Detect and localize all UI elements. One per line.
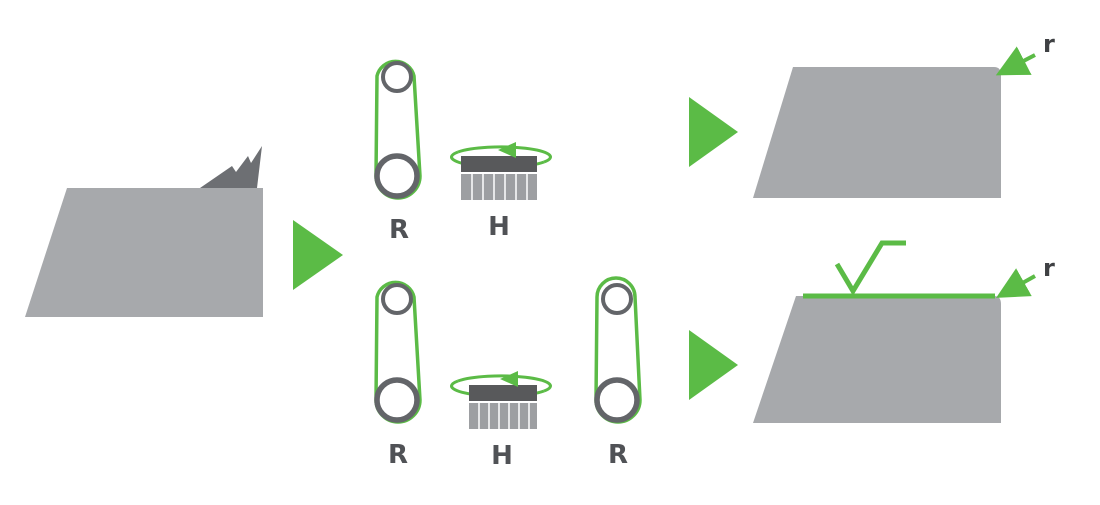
burr-workpiece-icon [25,146,263,317]
belt-roller-icon [374,280,422,424]
rounded-workpiece-icon [753,296,1001,423]
roller-label: R [389,215,409,245]
edge-radius-label: r [1043,254,1055,282]
belt-roller-icon [594,276,642,424]
roller-label: R [388,440,408,470]
arrow-right-icon [689,330,738,400]
rounded-workpiece-icon [753,67,1001,198]
belt-roller-icon [374,59,422,200]
arrow-right-icon [689,97,738,167]
rotating-brush-icon [450,142,552,200]
brush-label: H [491,441,513,471]
input-workpiece [25,188,263,317]
radius-pointer [995,46,1036,76]
rotating-brush-icon [450,371,552,429]
brush-label: H [488,212,510,242]
checkmark-icon [834,240,906,296]
burrs [200,146,262,188]
arrow-right-icon [293,220,343,290]
edge-radius-label: r [1043,30,1055,58]
radius-pointer [996,268,1036,298]
roller-label: R [608,440,628,470]
